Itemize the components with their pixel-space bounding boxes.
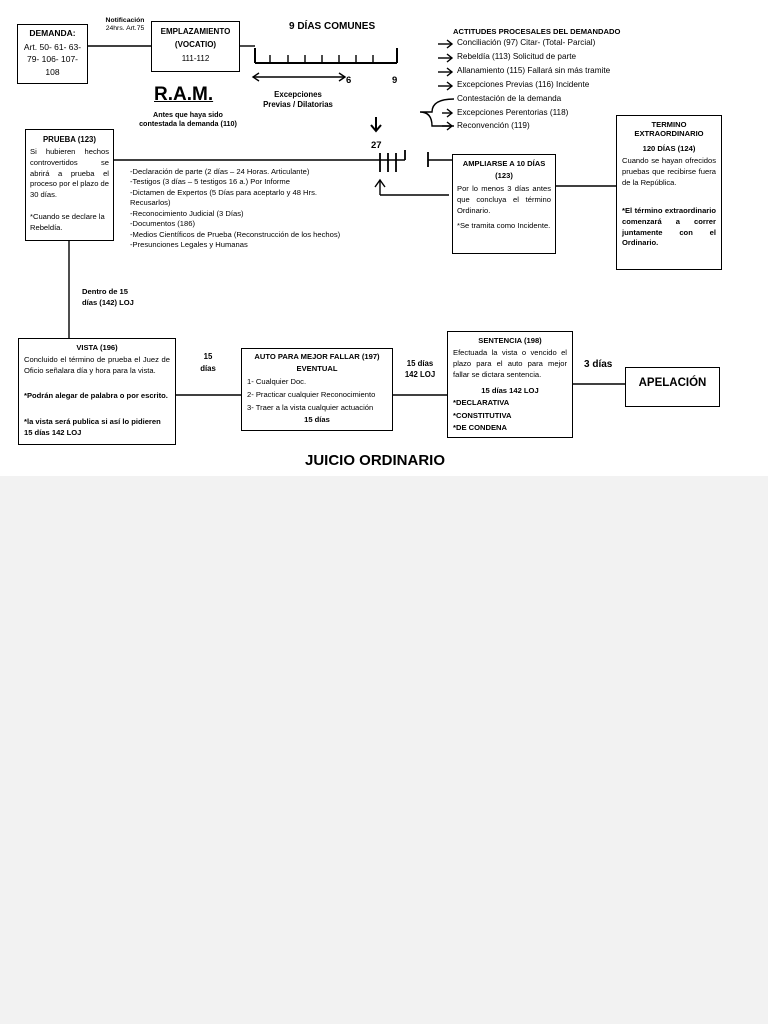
vista-box: VISTA (196) Concluido el término de prue… <box>18 338 176 445</box>
diagram-title: JUICIO ORDINARIO <box>305 452 446 469</box>
termino-note: *El término extraordinario comenzará a c… <box>622 206 716 248</box>
prueba-text: Si hubieren hechos controvertidos se abr… <box>30 147 109 200</box>
medios-item: -Medios Científicos de Prueba (Reconstru… <box>130 229 341 239</box>
auto-item-2: 2- Practicar cualquier Reconocimiento <box>247 390 376 399</box>
excepciones-label: Excepciones Previas / Dilatorias <box>255 90 341 109</box>
termino-days: 120 DÍAS (124) <box>642 144 696 153</box>
gap-label-3: 3 días <box>584 359 613 370</box>
gap2-line1: 15 días <box>406 359 434 368</box>
ram-line1: Antes que haya sido <box>153 110 223 119</box>
actitudes-title: ACTITUDES PROCESALES DEL DEMANDADO <box>453 27 621 36</box>
ampliarse-note: *Se tramita como Incidente. <box>457 221 551 230</box>
ampliarse-title: AMPLIARSE A 10 DÍAS <box>462 159 546 168</box>
excepciones-line1: Excepciones <box>274 90 322 99</box>
ram-line2: contestada la demanda (110) <box>139 119 237 128</box>
actitudes-bracket-item-0: Contestación de la demanda <box>457 94 562 103</box>
vista-note-2: *la vista será publica si así lo pidiere… <box>24 417 161 437</box>
dentro-label: Dentro de 15 días (142) LOJ <box>82 287 134 308</box>
sentencia-box: SENTENCIA (198) Efectuada la vista o ven… <box>447 331 573 438</box>
emplazamiento-subtitle: (VOCATIO) <box>174 40 217 49</box>
notificacion-line1: Notificación <box>105 17 145 24</box>
actitudes-item-1: Rebeldía (113) Solicitud de parte <box>457 52 577 61</box>
connector-lines <box>68 39 625 396</box>
termino-box: TERMINO EXTRAORDINARIO 120 DÍAS (124) Cu… <box>616 115 722 270</box>
ampliarse-text: Por lo menos 3 días antes que concluya e… <box>457 184 551 215</box>
medios-item: -Testigos (3 días – 5 testigos 16 a.) Po… <box>130 177 290 187</box>
sentencia-type-3: *DE CONDENA <box>453 423 508 432</box>
sentencia-text: Efectuada la vista o vencido el plazo pa… <box>453 348 567 379</box>
vista-note-1: *Podrán alegar de palabra o por escrito. <box>24 391 168 400</box>
timeline-mark-6: 6 <box>346 75 352 86</box>
apelacion-box: APELACIÓN <box>625 367 720 407</box>
sentencia-type-1: *DECLARATIVA <box>453 398 510 407</box>
diagram-page: DEMANDA: Art. 50- 61- 63- 79- 106- 107- … <box>0 0 768 476</box>
gap-label-1: 15 días <box>193 351 223 375</box>
gap2-line2: 142 LOJ <box>404 370 436 380</box>
timeline-title: 9 DÍAS COMUNES <box>289 21 376 32</box>
auto-item-1: 1- Cualquier Doc. <box>247 377 307 386</box>
medios-item: -Dictamen de Expertos (5 Días para acept… <box>130 187 317 208</box>
emplazamiento-articles: 111-112 <box>181 54 210 63</box>
vista-text: Concluido el término de prueba el Juez d… <box>24 355 170 375</box>
notificacion-label: Notificación 24hrs. Art.75 <box>96 17 154 34</box>
demanda-box: DEMANDA: Art. 50- 61- 63- 79- 106- 107- … <box>17 24 88 84</box>
ampliarse-ref: (123) <box>495 171 513 180</box>
emplazamiento-title: EMPLAZAMIENTO <box>160 27 231 36</box>
actitudes-item-2: Allanamiento (115) Fallará sin más trami… <box>457 66 611 75</box>
ram-note: Antes que haya sido contestada la demand… <box>128 110 248 128</box>
prueba-box: PRUEBA (123) Si hubieren hechos controve… <box>25 129 114 241</box>
auto-days: 15 días <box>304 415 330 424</box>
dentro-line1: Dentro de 15 <box>82 287 128 296</box>
emplazamiento-box: EMPLAZAMIENTO (VOCATIO) 111-112 <box>151 21 240 72</box>
actitudes-bracket-item-1: Excepciones Perentorias (118) <box>457 108 569 117</box>
auto-box: AUTO PARA MEJOR FALLAR (197) EVENTUAL 1-… <box>241 348 393 431</box>
prueba-note: *Cuando se declare la Rebeldía. <box>30 212 105 232</box>
medios-item: -Declaración de parte (2 días – 24 Horas… <box>130 167 310 176</box>
medios-item: -Reconocimiento Judicial (3 Días) <box>130 208 244 218</box>
ampliarse-box: AMPLIARSE A 10 DÍAS (123) Por lo menos 3… <box>452 154 556 254</box>
excepciones-line2: Previas / Dilatorias <box>263 99 333 109</box>
gap1-line1: 15 <box>203 352 213 361</box>
prueba-title: PRUEBA (123) <box>42 135 96 144</box>
auto-item-3: 3- Traer a la vista cualquier actuación <box>247 403 374 412</box>
actitudes-item-0: Conciliación (97) Citar- (Total- Parcial… <box>457 38 596 47</box>
ram-title: R.A.M. <box>154 84 214 105</box>
timeline-mark-27: 27 <box>371 140 382 151</box>
auto-title: AUTO PARA MEJOR FALLAR (197) <box>254 352 380 361</box>
demanda-articles: Art. 50- 61- 63- 79- 106- 107- 108 <box>23 42 82 77</box>
termino-text: Cuando se hayan ofrecidos pruebas que re… <box>622 156 716 187</box>
gap-label-2: 15 días 142 LOJ <box>399 358 441 381</box>
medios-item: -Presunciones Legales y Humanas <box>130 240 248 250</box>
gap1-line2: días <box>200 364 216 374</box>
termino-title: TERMINO EXTRAORDINARIO <box>634 120 704 139</box>
medios-list: -Declaración de parte (2 días – 24 Horas… <box>130 167 352 251</box>
auto-subtitle: EVENTUAL <box>296 364 338 373</box>
apelacion-label: APELACIÓN <box>638 377 707 389</box>
vista-title: VISTA (196) <box>76 343 118 352</box>
actitudes-bracket-item-2: Reconvención (119) <box>457 121 530 130</box>
sentencia-days: 15 días 142 LOJ <box>481 386 539 395</box>
sentencia-title: SENTENCIA (198) <box>478 336 542 345</box>
actitudes-item-3: Excepciones Previas (116) Incidente <box>457 80 590 89</box>
timeline-mark-9: 9 <box>392 75 398 86</box>
notificacion-line2: 24hrs. Art.75 <box>105 25 145 33</box>
sentencia-type-2: *CONSTITUTIVA <box>453 411 512 420</box>
demanda-title: DEMANDA: <box>29 28 76 38</box>
medios-item: -Documentos (186) <box>130 219 195 229</box>
dentro-line2: días (142) LOJ <box>82 297 134 307</box>
